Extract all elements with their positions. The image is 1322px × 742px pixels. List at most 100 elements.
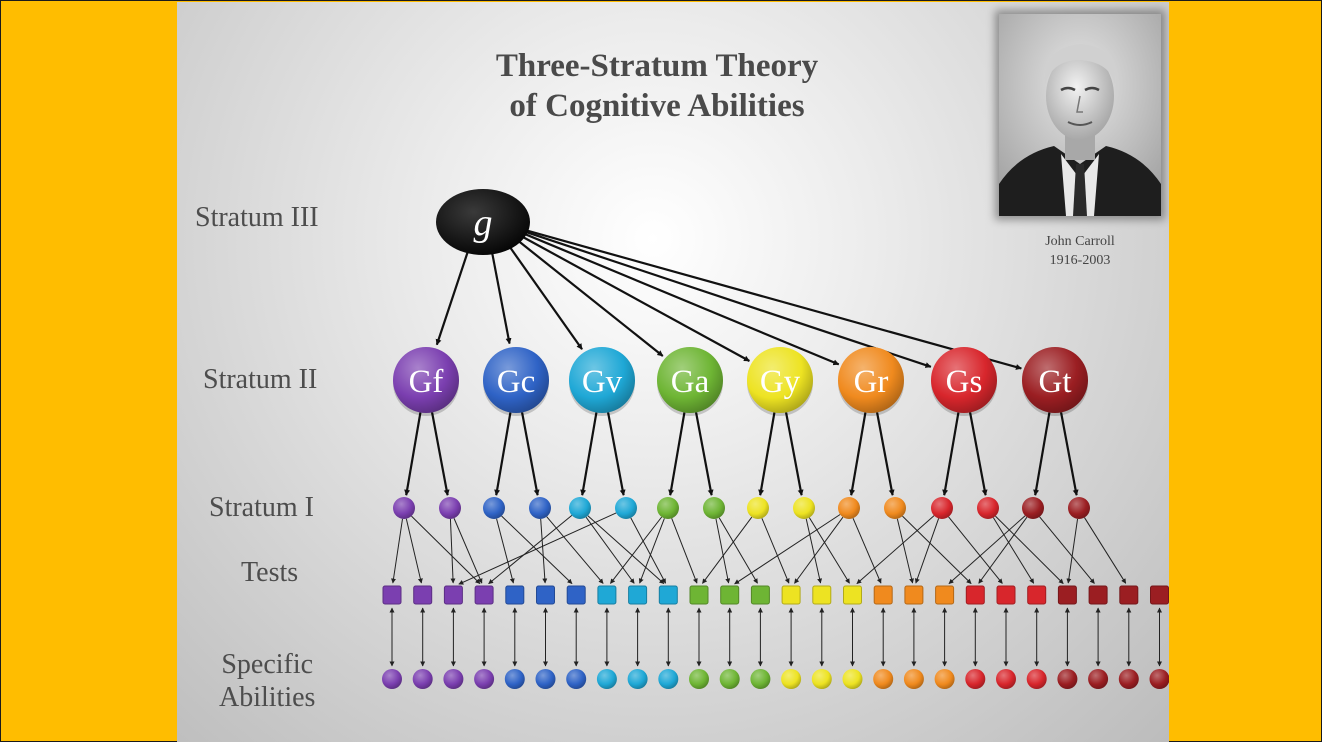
ability-node-17 — [903, 669, 924, 689]
stratum2-node-Gr — [838, 347, 904, 413]
edge-s1-test-29 — [1039, 516, 1095, 584]
connectors — [389, 229, 1162, 667]
g-node — [436, 189, 530, 255]
test-node-6 — [566, 585, 586, 605]
edge-s1-test-9 — [585, 516, 635, 584]
edge-s1-test-28 — [948, 515, 1026, 585]
edge-s1-test-26 — [992, 517, 1035, 584]
test-node-10 — [689, 585, 709, 605]
edge-s1-test-19 — [808, 517, 850, 584]
edge-s1-test-7 — [546, 516, 604, 584]
edge-g-Gf — [435, 251, 469, 346]
edge-s2-s1-9 — [785, 412, 804, 496]
ability-node-25 — [1149, 669, 1169, 689]
portrait-caption: John Carroll 1916-2003 — [999, 232, 1161, 270]
edge-s1-test-3 — [453, 518, 483, 584]
test-node-14 — [812, 585, 832, 605]
label-tests: Tests — [241, 557, 299, 588]
edge-s1-test-16 — [702, 516, 753, 584]
stratum2-node-Ga — [657, 347, 723, 413]
edge-s1-test-37 — [978, 516, 1028, 584]
stratum1-node-13 — [977, 497, 999, 519]
edge-s1-test-30 — [1066, 518, 1079, 584]
stratum2-label-Gt: Gt — [1039, 364, 1072, 400]
edge-s1-test-24 — [914, 518, 940, 584]
edge-s2-s1-5 — [607, 412, 626, 496]
edge-s1-test-1 — [411, 515, 481, 584]
ability-node-0 — [382, 669, 402, 689]
edge-s1-test-32 — [391, 518, 403, 584]
test-node-22 — [1057, 585, 1077, 605]
test-node-23 — [1088, 585, 1108, 605]
edge-s1-test-8 — [488, 515, 573, 585]
test-node-18 — [935, 585, 955, 605]
ability-node-18 — [934, 669, 955, 689]
stratum2-node-Gv — [569, 347, 635, 413]
edge-s2-s1-8 — [758, 412, 776, 496]
edge-g-Gy — [521, 235, 750, 362]
test-node-8 — [628, 585, 648, 605]
stratum2-label-Gv: Gv — [582, 364, 623, 400]
edge-s2-s1-15 — [1060, 412, 1079, 496]
edge-g-Gt — [525, 229, 1022, 370]
stratum1-node-15 — [1068, 497, 1090, 519]
test-node-16 — [873, 585, 893, 605]
slide: Three-Stratum Theory of Cognitive Abilit… — [177, 2, 1169, 742]
edge-s1-test-13 — [671, 518, 698, 584]
edge-g-Ga — [517, 240, 664, 357]
stratum2-label-Gy: Gy — [760, 364, 801, 400]
edge-s1-test-36 — [856, 515, 935, 585]
label-stratum-2: Stratum II — [203, 364, 318, 395]
stratum1-node-3 — [529, 497, 551, 519]
test-node-3 — [474, 585, 494, 605]
edge-s1-test-4 — [496, 518, 515, 584]
ability-node-9 — [658, 669, 679, 689]
test-node-11 — [720, 585, 740, 605]
edge-s1-test-10 — [458, 512, 617, 585]
edge-s1-test-21 — [852, 518, 882, 584]
edge-s1-test-6 — [540, 518, 548, 584]
ability-node-1 — [412, 669, 433, 689]
ability-node-3 — [474, 669, 495, 689]
edge-s1-test-0 — [405, 518, 423, 584]
edge-s1-test-11 — [630, 517, 667, 584]
test-node-0 — [382, 585, 402, 605]
ability-node-2 — [443, 669, 464, 689]
edge-s2-s1-1 — [431, 412, 450, 496]
edge-s1-test-22 — [896, 518, 914, 584]
ability-node-4 — [504, 669, 525, 689]
stratum2-label-Gr: Gr — [854, 364, 889, 400]
stratum1-node-2 — [483, 497, 505, 519]
label-stratum-1: Stratum I — [209, 492, 314, 523]
test-node-7 — [597, 585, 617, 605]
edge-s1-test-2 — [449, 518, 456, 584]
ability-node-15 — [842, 669, 863, 689]
stratum1-node-4 — [569, 497, 591, 519]
test-node-24 — [1119, 585, 1139, 605]
stratum1-node-6 — [657, 497, 679, 519]
g-node-label: g — [474, 202, 493, 244]
edge-s1-test-5 — [501, 515, 573, 584]
title-line-2: of Cognitive Abilities — [509, 88, 805, 124]
test-node-25 — [1150, 585, 1169, 605]
stratum1-node-10 — [838, 497, 860, 519]
ability-node-7 — [596, 669, 617, 689]
stratum1-node-9 — [793, 497, 815, 519]
portrait-photo — [999, 14, 1161, 216]
stratum2-label-Gf: Gf — [409, 364, 444, 400]
edge-s1-test-35 — [734, 514, 841, 585]
portrait-years: 1916-2003 — [1049, 253, 1111, 268]
label-specific-abilities: Specific Abilities — [219, 648, 315, 714]
stratum2-node-Gt — [1022, 347, 1088, 413]
stratum1-node-7 — [703, 497, 725, 519]
test-node-20 — [996, 585, 1016, 605]
test-node-2 — [443, 585, 463, 605]
edge-s2-s1-11 — [876, 412, 895, 496]
edge-s1-test-33 — [587, 515, 665, 585]
stratum1-node-0 — [393, 497, 415, 519]
edge-s2-s1-4 — [580, 412, 598, 496]
test-node-4 — [505, 585, 525, 605]
